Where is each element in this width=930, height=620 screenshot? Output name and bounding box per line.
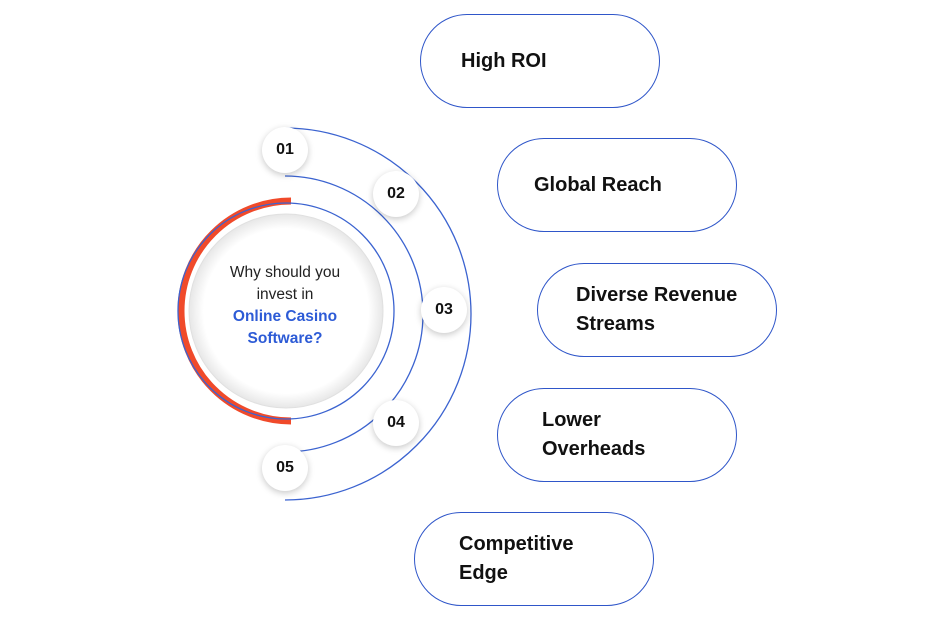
benefit-global-reach: Global Reach [497,138,737,232]
step-number-05: 05 [262,445,308,491]
center-line-4: Software? [247,330,323,347]
benefit-high-roi: High ROI [420,14,660,108]
step-number-03: 03 [421,287,467,333]
inner-ring [177,202,395,420]
benefit-label: Global Reach [534,173,662,196]
outer-arc [284,127,472,501]
benefit-diverse-revenue: Diverse Revenue Streams [537,263,777,357]
benefit-competitive-edge: Competitive Edge [414,512,654,606]
benefit-label: Diverse Revenue Streams [576,284,738,335]
step-number-02: 02 [373,171,419,217]
center-line-1: Why should you [229,264,341,281]
step-number-01: 01 [262,127,308,173]
center-disc [188,213,384,409]
step-number-04: 04 [373,400,419,446]
benefit-label: Lower Overheads [542,409,646,460]
benefit-label: Competitive Edge [459,533,574,584]
center-line-3: Online Casino [232,308,338,325]
center-line-2: invest in [256,286,314,303]
benefit-lower-overheads: Lower Overheads [497,388,737,482]
benefit-label: High ROI [461,49,547,72]
center-question: Why should you invest in Online Casino S… [200,262,370,350]
